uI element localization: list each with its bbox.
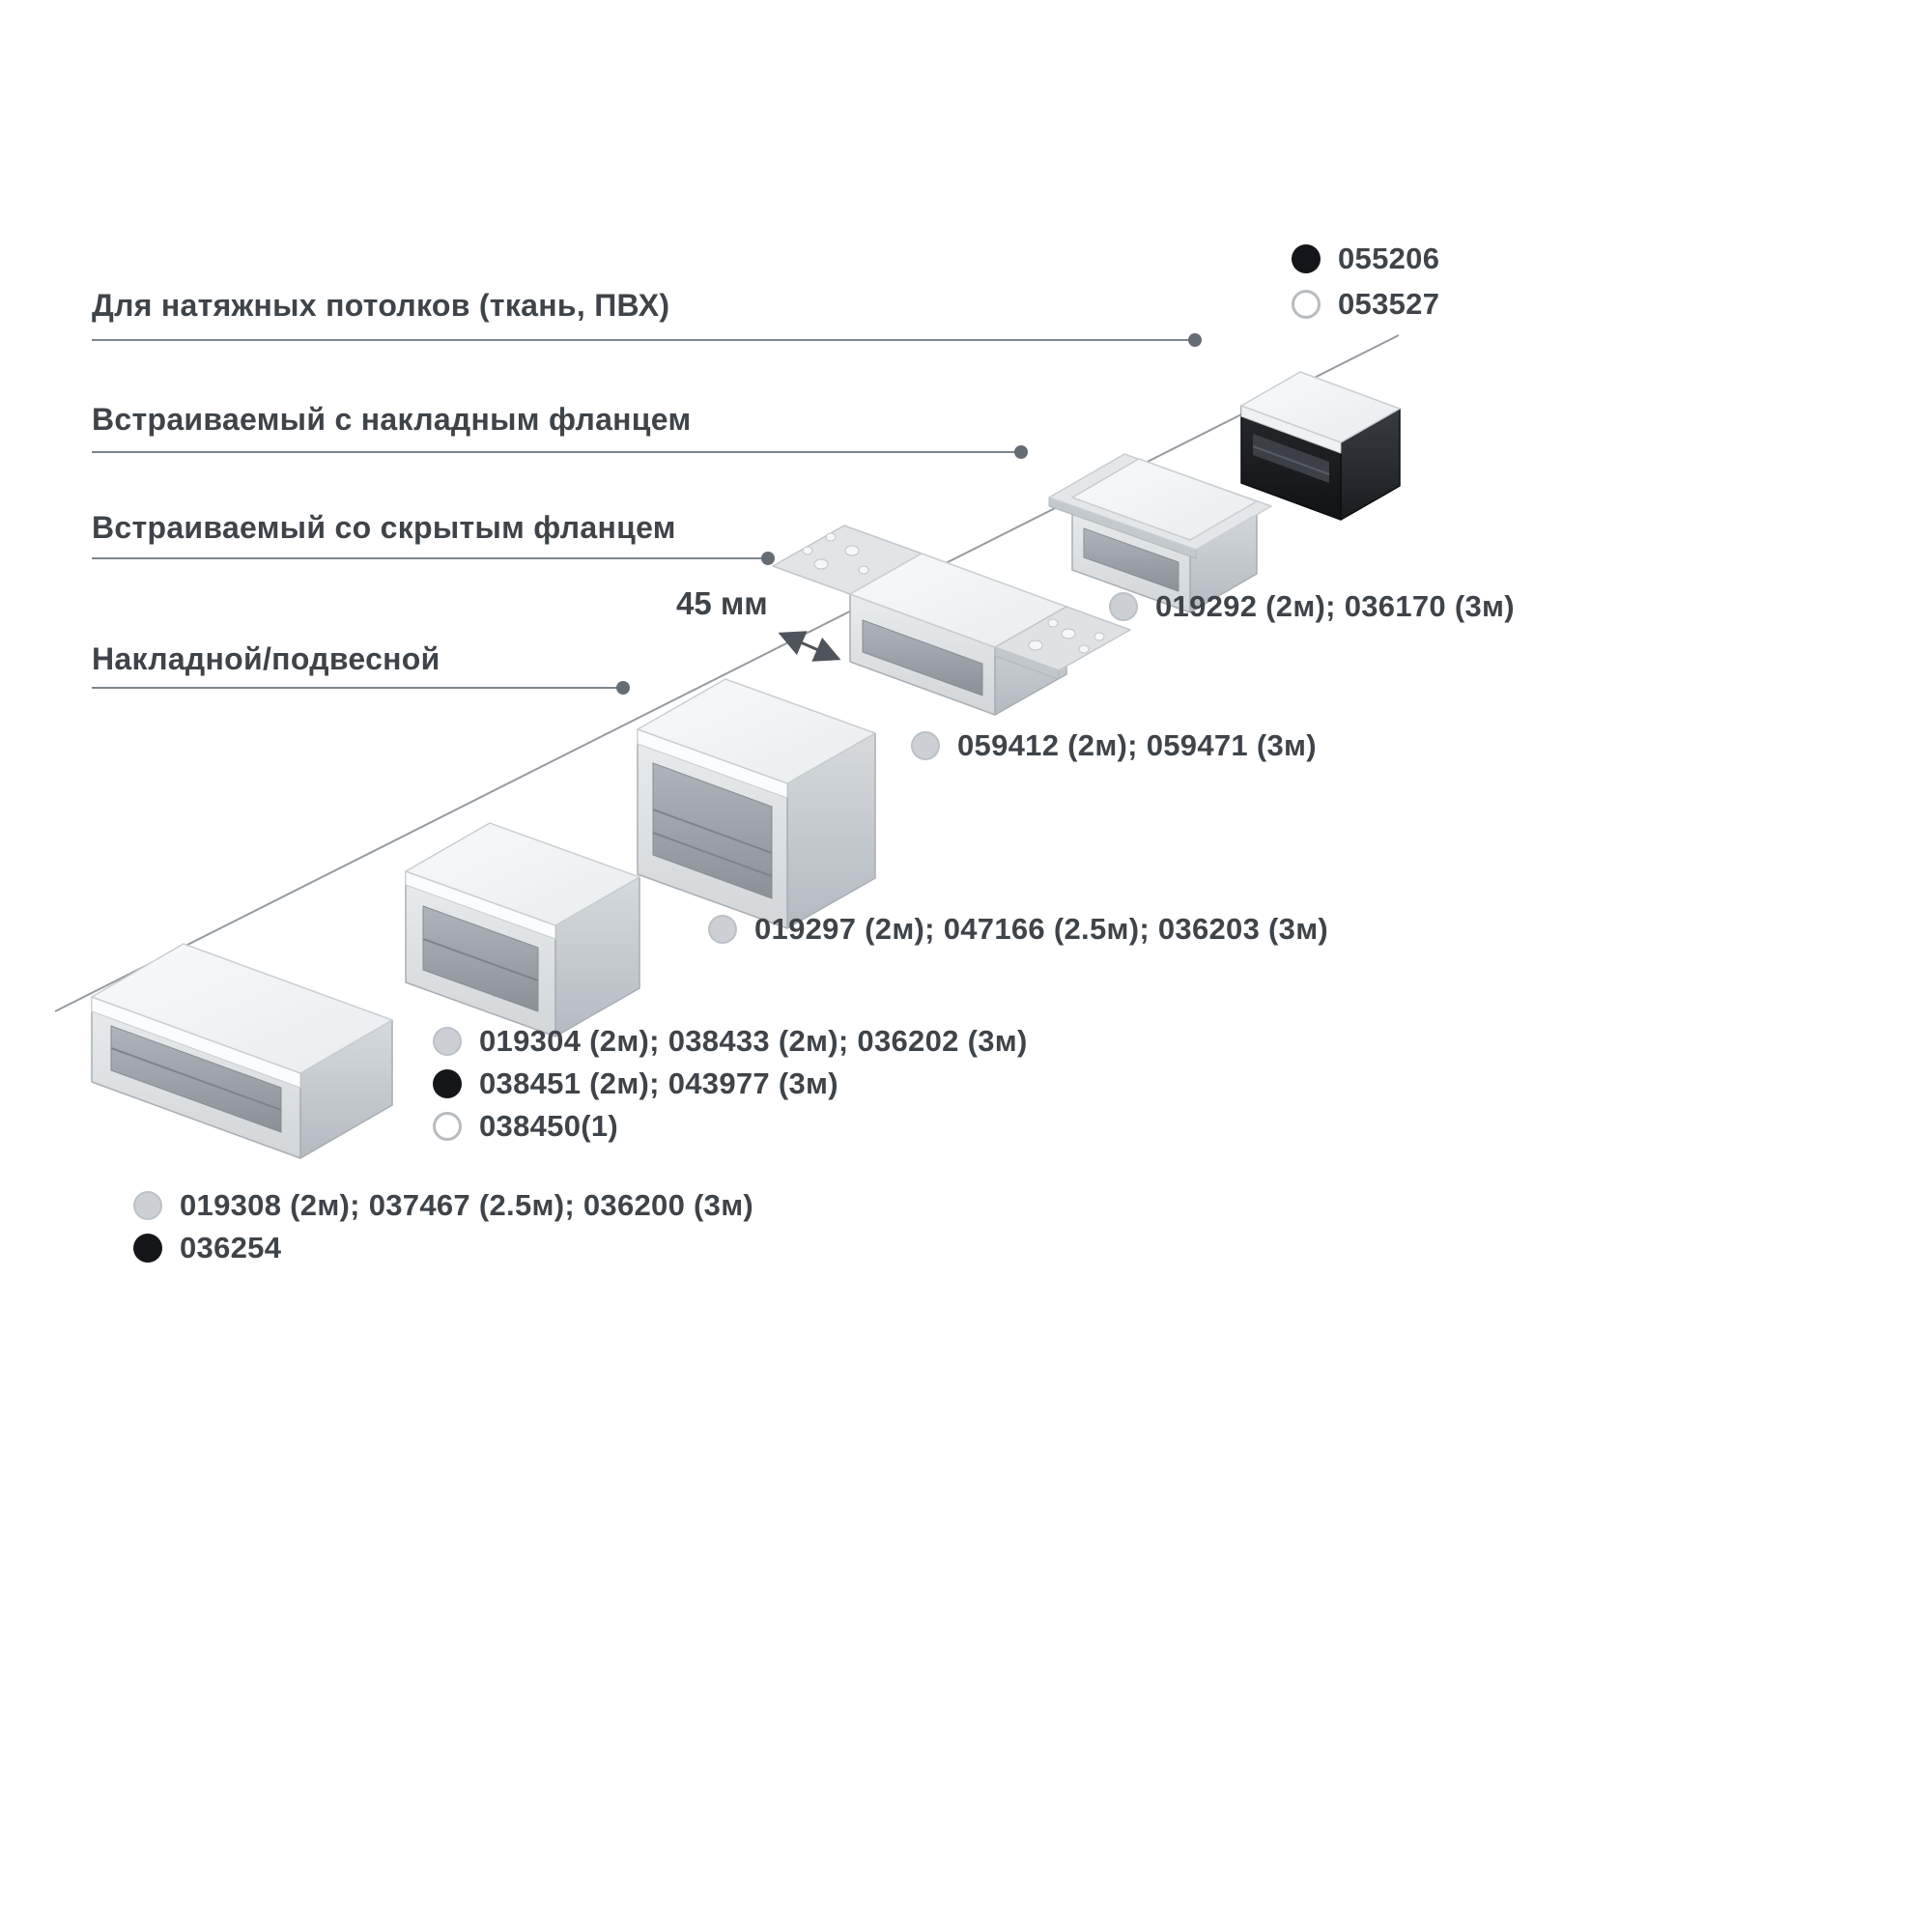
product-codes-row: 036254 [133,1231,281,1265]
product-codes: 038451 (2м); 043977 (3м) [479,1066,838,1100]
leader-endpoint-dot [616,681,630,695]
channel-shelf-line [652,832,773,877]
profile-surface-large [637,678,876,929]
product-codes: 059412 (2м); 059471 (3м) [957,728,1317,762]
profile-channel [1253,434,1329,483]
diffuser-top [91,943,393,1074]
gray-bullet-icon [433,1027,462,1056]
legend-code: 055206 [1338,242,1440,275]
profile-channel [862,619,983,696]
label-stretch-ceiling: Для натяжных потолков (ткань, ПВХ) [92,288,670,323]
channel-shelf-line [110,1047,282,1111]
product-codes-row: 019297 (2м); 047166 (2.5м); 036203 (3м) [708,912,1328,947]
label-surface-pendant: Накладной/подвесной [92,641,440,676]
profile-recessed-hidden-flange [772,525,1131,716]
product-codes: 019297 (2м); 047166 (2.5м); 036203 (3м) [754,912,1329,946]
profile-channel [1083,527,1179,592]
product-codes-row: 019292 (2м); 036170 (3м) [1109,589,1515,624]
profile-surface-low [91,943,393,1159]
product-codes: 019304 (2м); 038433 (2м); 036202 (3м) [479,1024,1028,1058]
baseline-diagonal [54,334,1400,1012]
white-bullet-icon [433,1112,462,1141]
legend-item: 055206 [1292,242,1439,276]
product-codes-row: 059412 (2м); 059471 (3м) [911,728,1317,763]
product-codes: 038450(1) [479,1109,619,1143]
profile-recessed-overlay-flange [1048,453,1272,613]
label-recessed-overlay-flange: Встраиваемый с накладным фланцем [92,402,692,437]
diffuser-top [405,822,640,926]
profile-surface-medium [405,822,640,1037]
gray-bullet-icon [133,1191,162,1220]
channel-shelf-line [652,809,773,854]
product-codes: 019308 (2м); 037467 (2.5м); 036200 (3м) [180,1188,754,1222]
gray-bullet-icon [1109,592,1138,621]
product-codes-row: 019304 (2м); 038433 (2м); 036202 (3м) [433,1024,1028,1059]
product-codes-row: 038450(1) [433,1109,618,1144]
legend-item: 053527 [1292,287,1439,322]
white-bullet-icon [1292,290,1321,319]
diffuser-top [1240,371,1401,443]
diffuser-top [1071,458,1258,541]
product-codes-row: 019308 (2м); 037467 (2.5м); 036200 (3м) [133,1188,753,1223]
product-codes-row: 038451 (2м); 043977 (3м) [433,1066,838,1101]
black-bullet-icon [133,1234,162,1263]
leader-endpoint-dot [1188,333,1202,347]
dimension-arrow-45mm [778,631,841,662]
product-codes: 019292 (2м); 036170 (3м) [1155,589,1515,623]
leader-surface-pendant [92,681,630,695]
gray-bullet-icon [708,915,737,944]
dimension-label: 45 мм [676,585,768,621]
leader-endpoint-dot [761,552,775,565]
flange-holes [802,532,869,575]
channel-shelf-line [422,938,539,981]
product-codes: 036254 [180,1231,282,1264]
flange-holes [1028,618,1105,654]
leader-recessed-overlay-flange [92,445,1028,459]
gray-bullet-icon [911,731,940,760]
diffuser-top [637,678,876,784]
black-bullet-icon [1292,244,1321,273]
leader-endpoint-dot [1014,445,1028,459]
leader-lines [92,333,1202,695]
black-bullet-icon [433,1069,462,1098]
label-recessed-hidden-flange: Встраиваемый со скрытым фланцем [92,510,676,545]
leader-recessed-hidden-flange [92,552,775,565]
legend-code: 053527 [1338,287,1440,321]
perforated-flange-near [994,606,1131,671]
profile-stretch-ceiling [1240,371,1401,521]
leader-stretch-ceiling [92,333,1202,347]
channel-shelf-line [1252,445,1330,475]
